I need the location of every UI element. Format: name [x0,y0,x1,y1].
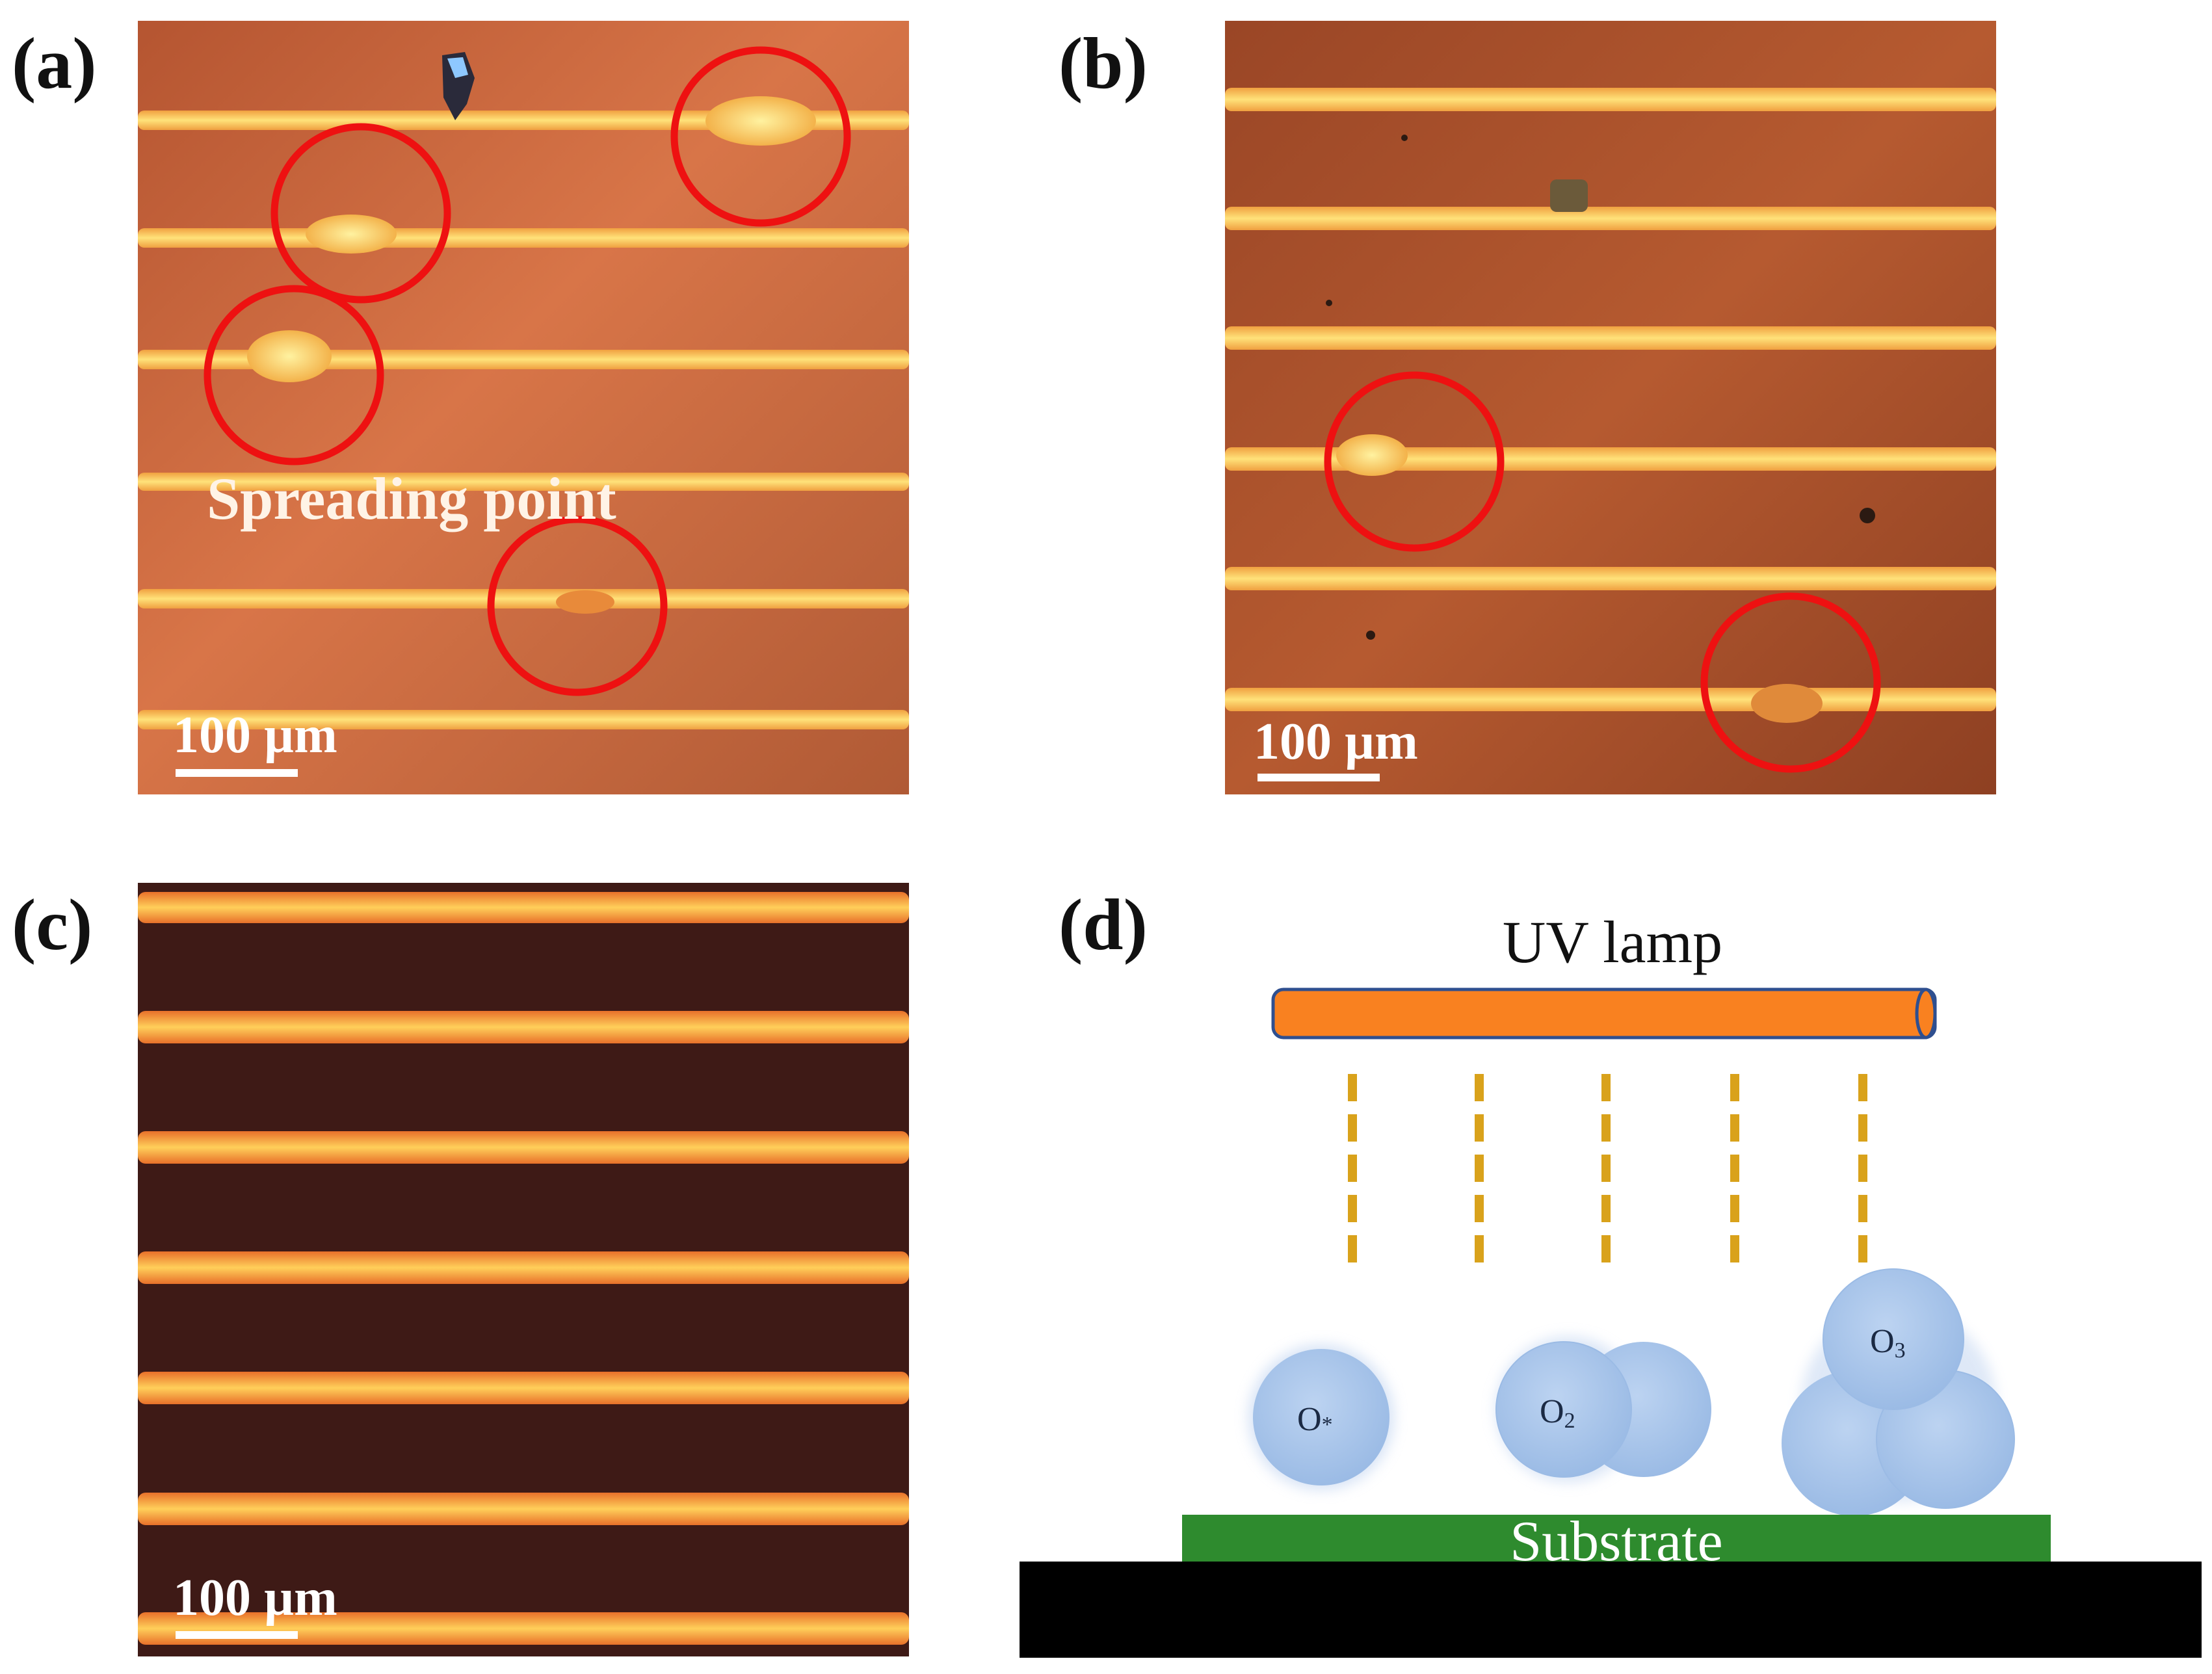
spreading-blob [1751,684,1823,723]
substrate-stack: Substrate [1020,1510,2202,1658]
printed-line [1225,326,1996,350]
uv-lamp-tube [1271,987,1937,1040]
spreading-blobs-b [1336,434,1823,723]
scale-bar-line [176,769,298,777]
panel-a: (a) [12,21,909,794]
panel-b: (b) [1059,21,1996,794]
uv-lamp-label: UV lamp [1503,909,1722,975]
uv-lamp-end-cap [1915,987,1937,1040]
scale-bar-c: 100 µm [173,1569,337,1639]
spreading-circles-a [204,46,851,696]
scale-bar-b: 100 µm [1254,713,1418,781]
printed-lines-c [138,892,909,1645]
substrate-label: Substrate [1510,1510,1723,1573]
printed-line [138,1011,909,1043]
printed-line [1225,447,1996,471]
printed-line [1225,207,1996,230]
printed-line [1225,688,1996,711]
highlight-circle [204,285,384,465]
uv-lamp [1271,987,1937,1040]
highlight-circle [670,46,851,227]
debris-dot [1366,631,1375,640]
micrograph-b-background [1225,21,1996,794]
micrograph-b [1225,21,1996,794]
ozone-molecule: O3 [1782,1268,2015,1516]
scale-bar-line [176,1631,298,1639]
printed-line [138,1131,909,1164]
spreading-point-label: Spreading point [207,465,616,532]
debris-b [1326,135,1875,640]
oxygen-atom [1253,1349,1389,1485]
oxygen-radical-label: O* [1297,1401,1333,1438]
oxygen-molecule: O2 [1495,1337,1711,1482]
substrate [1182,1515,2051,1563]
panel-a-label: (a) [12,23,97,104]
base-plate [1020,1562,2202,1658]
scale-bar-label: 100 µm [173,707,337,764]
printed-line [138,1612,909,1645]
micrograph-c [138,883,909,1656]
printed-line [138,1493,909,1525]
highlight-circle [1324,371,1505,552]
oxygen-atom [1823,1268,1964,1410]
micrograph-a [138,21,909,794]
printed-line [138,228,909,248]
panel-b-label: (b) [1059,23,1148,104]
uv-rays [1348,1074,1867,1274]
oxygen-atom [1495,1341,1632,1478]
printed-line [1225,88,1996,111]
oxygen-molecule-label: O2 [1540,1393,1575,1433]
debris-particle [1550,179,1588,212]
panel-d-label: (d) [1059,885,1148,965]
oxygen-radical: O* [1248,1344,1394,1490]
micrograph-a-background [138,21,909,794]
dust-particle-a [442,52,475,120]
spreading-blob [1336,434,1408,476]
printed-line [138,1372,909,1404]
printed-line [1225,567,1996,590]
spreading-blob [247,330,332,382]
scale-bar-label: 100 µm [1254,713,1418,770]
debris-dot [1860,508,1875,523]
panel-c-label: (c) [12,885,92,965]
highlight-circle [1700,592,1881,773]
highlight-circle [487,516,668,696]
spreading-blob [556,590,614,614]
scale-bar-line [1257,774,1380,781]
spreading-blobs-a [247,96,816,614]
dust-highlight [447,57,468,78]
printed-line [138,473,909,491]
debris-dot [1401,135,1408,141]
spreading-blob [705,96,816,146]
panel-d: (d) UV lamp O* O2 [1020,885,2202,1658]
printed-line [138,1251,909,1284]
printed-line [138,589,909,608]
ozone-molecule-label: O3 [1870,1323,1906,1363]
debris-dot [1326,300,1332,306]
scale-bar-label: 100 µm [173,1569,337,1627]
spreading-circles-b [1324,371,1881,773]
scale-bar-a: 100 µm [173,707,337,777]
panel-c: (c) 100 µm [12,883,909,1656]
highlight-circle [270,123,451,304]
spreading-blob [306,215,397,254]
printed-line [138,710,909,729]
printed-line [138,892,909,923]
dust-particle [442,52,475,120]
